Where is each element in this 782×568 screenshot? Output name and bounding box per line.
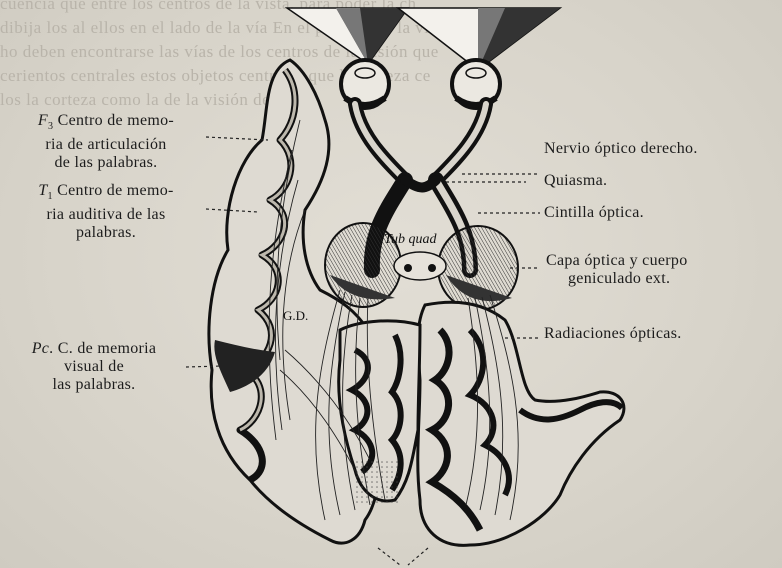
- f3-line2: ria de articulación: [6, 136, 206, 154]
- tubercula-quadrigemina: [394, 252, 446, 280]
- tub-quad-label: Tub quad: [384, 232, 437, 248]
- nervio-optico-label: Nervio óptico derecho.: [544, 140, 698, 158]
- capa-optica-line1: Capa óptica y cuerpo: [546, 252, 688, 270]
- f3-label: F3 Centro de memo- ria de articulación d…: [6, 112, 206, 172]
- eyeball-right: [452, 60, 500, 108]
- pc-symbol: Pc: [32, 340, 49, 357]
- t1-line3: palabras.: [6, 224, 206, 242]
- pc-line2: visual de: [0, 358, 188, 376]
- pc-label: Pc. C. de memoria visual de las palabras…: [0, 340, 188, 394]
- f3-line3: de las palabras.: [6, 154, 206, 172]
- t1-label: T1 Centro de memo- ria auditiva de las p…: [6, 182, 206, 242]
- eyeball-left: [341, 60, 389, 108]
- radiaciones-opticas-label: Radiaciones ópticas.: [544, 325, 682, 343]
- cintilla-optica-label: Cintilla óptica.: [544, 204, 644, 222]
- capa-optica-label: Capa óptica y cuerpo geniculado ext.: [546, 252, 688, 288]
- t1-line1: Centro de memo-: [53, 182, 174, 199]
- t1-symbol: T: [38, 182, 47, 199]
- capa-optica-line2: geniculado ext.: [546, 270, 688, 288]
- gd-label: G.D.: [283, 308, 308, 324]
- f3-line1: Centro de memo-: [53, 112, 174, 129]
- quiasma-label: Quiasma.: [544, 172, 607, 190]
- t1-line2: ria auditiva de las: [6, 206, 206, 224]
- f3-symbol: F: [38, 112, 48, 129]
- optic-thalamus-right: [438, 226, 518, 310]
- visual-field-left-eye: [287, 8, 408, 64]
- pc-line3: las palabras.: [0, 376, 188, 394]
- pc-line1: . C. de memoria: [49, 340, 156, 357]
